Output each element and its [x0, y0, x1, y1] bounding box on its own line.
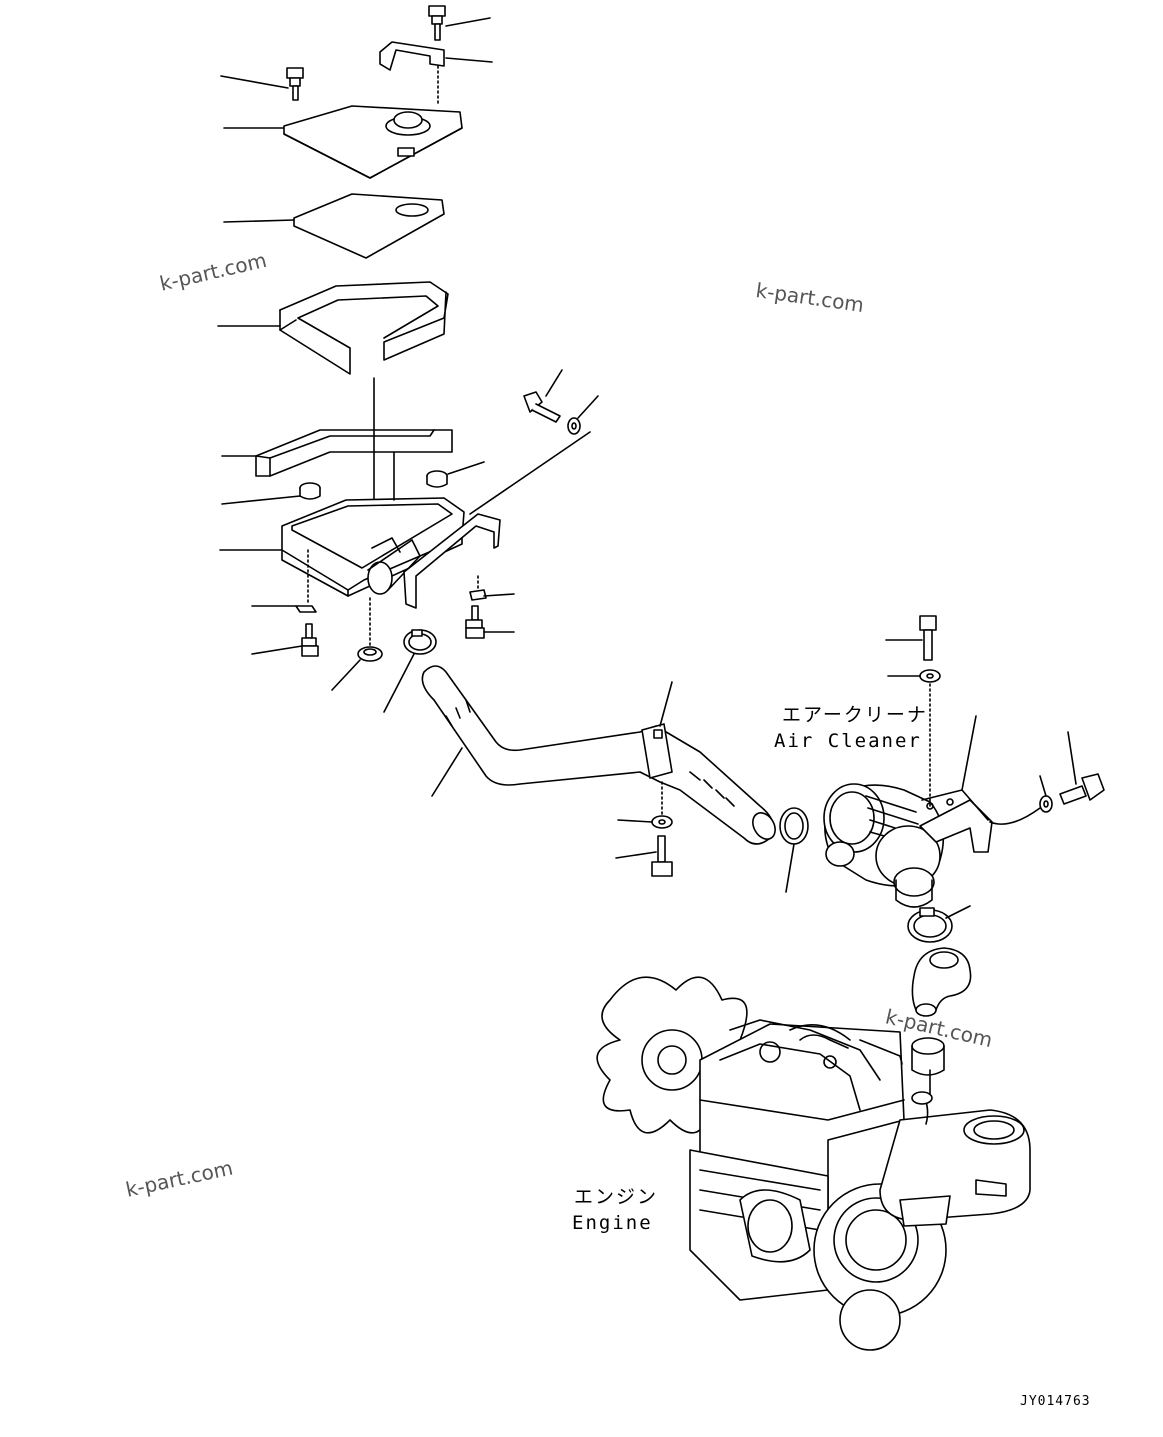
leader-line [545, 369, 563, 397]
leader-line [221, 495, 301, 505]
bolt [301, 623, 319, 657]
leader-line [445, 57, 493, 63]
elbow-hose [911, 947, 972, 1017]
leader-line [1067, 731, 1077, 785]
nut [299, 482, 321, 500]
nut [426, 470, 448, 488]
leader-line [223, 219, 295, 223]
engine-assembly [596, 976, 1031, 1351]
bolt-left-top [286, 67, 304, 101]
bolt [465, 605, 485, 639]
leader-line [383, 653, 415, 713]
u-seal-upper [279, 281, 449, 375]
leader-line [445, 17, 491, 27]
engine-label-jp: エンジン [574, 1186, 659, 1208]
washer [567, 417, 581, 435]
cover-plate [283, 105, 463, 179]
leader-line [945, 905, 971, 919]
top-bolt [428, 5, 446, 41]
clip [295, 605, 317, 613]
leader-line [431, 747, 463, 797]
leader-line [447, 461, 485, 475]
bolt [651, 835, 673, 877]
leader-line [220, 75, 289, 89]
hose-clamp-band [779, 807, 809, 845]
leader-line [659, 681, 673, 727]
engine-label-en: Engine [572, 1212, 653, 1234]
bolt [919, 615, 937, 661]
leader-line [577, 395, 599, 419]
air-cleaner-assembly [823, 783, 993, 908]
bolt-angled [523, 391, 561, 423]
drawing-code: JY014763 [1020, 1394, 1091, 1409]
washer [651, 815, 673, 829]
washer [1039, 795, 1053, 813]
leader-line [785, 843, 795, 893]
leader-line [483, 593, 515, 597]
leader-line [617, 819, 653, 823]
leader-line [1039, 775, 1047, 797]
top-bracket [379, 41, 445, 71]
leader-line [251, 645, 303, 655]
hose-clamp [907, 907, 953, 943]
leader-line [331, 659, 361, 691]
leader-line [615, 851, 657, 859]
air-cleaner-label-en: Air Cleaner [774, 730, 922, 752]
intake-hose [421, 665, 776, 845]
bolt [1059, 773, 1105, 805]
air-box [281, 497, 501, 609]
washer [919, 669, 941, 683]
seal-plate [293, 193, 445, 259]
seal-strip-lower [255, 429, 453, 477]
hose-clamp [403, 629, 437, 655]
leader-line [961, 715, 977, 791]
intake-pipe [911, 1037, 945, 1101]
clip [469, 589, 487, 601]
air-cleaner-label-jp: エアークリーナ [782, 704, 928, 726]
grommet [357, 646, 383, 662]
